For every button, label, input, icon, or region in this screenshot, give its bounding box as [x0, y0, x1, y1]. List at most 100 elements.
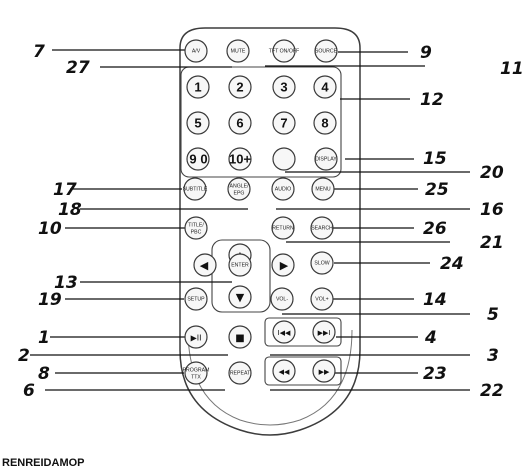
- callout-14: 14: [423, 290, 447, 310]
- search-label: SEARCH: [311, 225, 333, 231]
- number-4-label: 4: [321, 79, 329, 94]
- number-7-button[interactable]: 7: [272, 111, 296, 135]
- callout-26: 26: [423, 219, 447, 239]
- down-button[interactable]: ▼: [228, 285, 252, 309]
- source-button[interactable]: SOURCE: [314, 39, 338, 63]
- number-2-label: 2: [236, 79, 243, 94]
- title-pbc-label-line2: PBC: [191, 229, 202, 235]
- number-9-button[interactable]: 9 0: [186, 147, 210, 171]
- mute-button[interactable]: MUTE: [226, 39, 250, 63]
- angle-epg-label-line2: EPG: [234, 190, 245, 196]
- prev-button[interactable]: I◀◀: [272, 320, 296, 344]
- number-1-button[interactable]: 1: [186, 75, 210, 99]
- search-button[interactable]: SEARCH: [310, 216, 334, 240]
- right-button[interactable]: ▶: [271, 253, 295, 277]
- prev-icon: I◀◀: [278, 329, 291, 337]
- slow-label: SLOW: [314, 260, 329, 266]
- fast-forward-button[interactable]: ▶▶: [312, 359, 336, 383]
- enter-button[interactable]: ENTER: [228, 253, 252, 277]
- number-7-label: 7: [280, 115, 287, 130]
- number-4-button[interactable]: 4: [313, 75, 337, 99]
- left-button[interactable]: ◀: [193, 253, 217, 277]
- search-buttons-frame: [264, 356, 342, 386]
- left-arrow-icon: ◀: [200, 259, 209, 272]
- program-label-line2: TTX: [191, 374, 201, 380]
- play-pause-button[interactable]: ▶II: [184, 325, 208, 349]
- audio-button[interactable]: AUDIO: [271, 177, 295, 201]
- number-10plus-label: 10+: [229, 151, 251, 166]
- number-8-button[interactable]: 8: [313, 111, 337, 135]
- vol-minus-label: VOL-: [276, 296, 288, 302]
- repeat-button[interactable]: REPEAT: [228, 361, 252, 385]
- number-3-label: 3: [280, 79, 287, 94]
- callout-7: 7: [33, 42, 45, 62]
- callout-25: 25: [425, 180, 449, 200]
- nav-pad-frame: [211, 239, 271, 313]
- stop-button[interactable]: ■: [228, 325, 252, 349]
- callout-6: 6: [23, 381, 35, 401]
- subtitle-button[interactable]: SUBTITLE: [183, 177, 208, 201]
- vol-plus-button[interactable]: VOL+: [310, 287, 334, 311]
- title-pbc-label-line1: TITLE/: [188, 222, 204, 228]
- callout-2: 2: [18, 346, 30, 366]
- number-8-label: 8: [321, 115, 328, 130]
- callout-22: 22: [480, 381, 504, 401]
- enter-label: ENTER: [231, 262, 249, 268]
- callout-18: 18: [58, 200, 82, 220]
- setup-label: SETUP: [187, 296, 205, 302]
- footer-text: RENREIDAMOP: [2, 457, 85, 467]
- callout-23: 23: [423, 364, 447, 384]
- number-3-button[interactable]: 3: [272, 75, 296, 99]
- callout-10: 10: [38, 219, 62, 239]
- callout-11: 11: [500, 59, 524, 79]
- vol-minus-button[interactable]: VOL-: [270, 287, 294, 311]
- callout-9: 9: [420, 43, 432, 63]
- blank-button[interactable]: [272, 147, 296, 171]
- callout-labels: 7 27 9 11 12 15 20 17 25 18 16 10 26 21 …: [18, 42, 524, 401]
- return-button[interactable]: RETURN: [271, 216, 295, 240]
- callout-24: 24: [440, 254, 464, 274]
- av-button[interactable]: A/V: [184, 39, 208, 63]
- menu-label: MENU: [315, 186, 331, 192]
- number-9-label: 9: [189, 151, 196, 166]
- leader-lines: [30, 49, 470, 391]
- callout-12: 12: [420, 90, 444, 110]
- program-ttx-button[interactable]: PROGRAM TTX: [183, 361, 210, 385]
- number-2-button[interactable]: 2: [228, 75, 252, 99]
- number-10plus-button[interactable]: 10+: [228, 147, 252, 171]
- stop-icon: ■: [235, 333, 244, 344]
- next-button[interactable]: ▶▶I: [312, 320, 336, 344]
- callout-4: 4: [424, 328, 437, 348]
- vol-plus-label: VOL+: [315, 296, 328, 302]
- callout-1: 1: [38, 328, 50, 348]
- display-label: DISPLAY: [315, 156, 337, 162]
- number-pad-frame: [180, 66, 342, 178]
- menu-button[interactable]: MENU: [311, 177, 335, 201]
- number-5-button[interactable]: 5: [186, 111, 210, 135]
- callout-19: 19: [38, 290, 62, 310]
- down-arrow-icon: ▼: [236, 291, 245, 304]
- number-6-button[interactable]: 6: [228, 111, 252, 135]
- tft-onoff-button[interactable]: TFT ON/OFF: [269, 39, 299, 63]
- source-label: SOURCE: [315, 48, 338, 54]
- rewind-button[interactable]: ◀◀: [272, 359, 296, 383]
- play-pause-icon: ▶II: [191, 334, 202, 343]
- slow-button[interactable]: SLOW: [310, 251, 334, 275]
- callout-17: 17: [53, 180, 77, 200]
- callout-5: 5: [487, 305, 499, 325]
- callout-15: 15: [423, 149, 447, 169]
- title-pbc-button[interactable]: TITLE/ PBC: [184, 216, 208, 240]
- skip-buttons-frame: [264, 317, 342, 347]
- repeat-label: REPEAT: [230, 370, 251, 376]
- number-5-label: 5: [194, 115, 201, 130]
- callout-16: 16: [480, 200, 504, 220]
- display-button[interactable]: DISPLAY: [314, 147, 338, 171]
- right-arrow-icon: ▶: [280, 259, 289, 272]
- angle-epg-label-line1: ANGLE/: [229, 183, 249, 189]
- angle-epg-button[interactable]: ANGLE/ EPG: [227, 177, 251, 201]
- setup-button[interactable]: SETUP: [184, 287, 208, 311]
- callout-13: 13: [54, 273, 78, 293]
- callout-21: 21: [480, 233, 504, 253]
- audio-label: AUDIO: [275, 186, 291, 192]
